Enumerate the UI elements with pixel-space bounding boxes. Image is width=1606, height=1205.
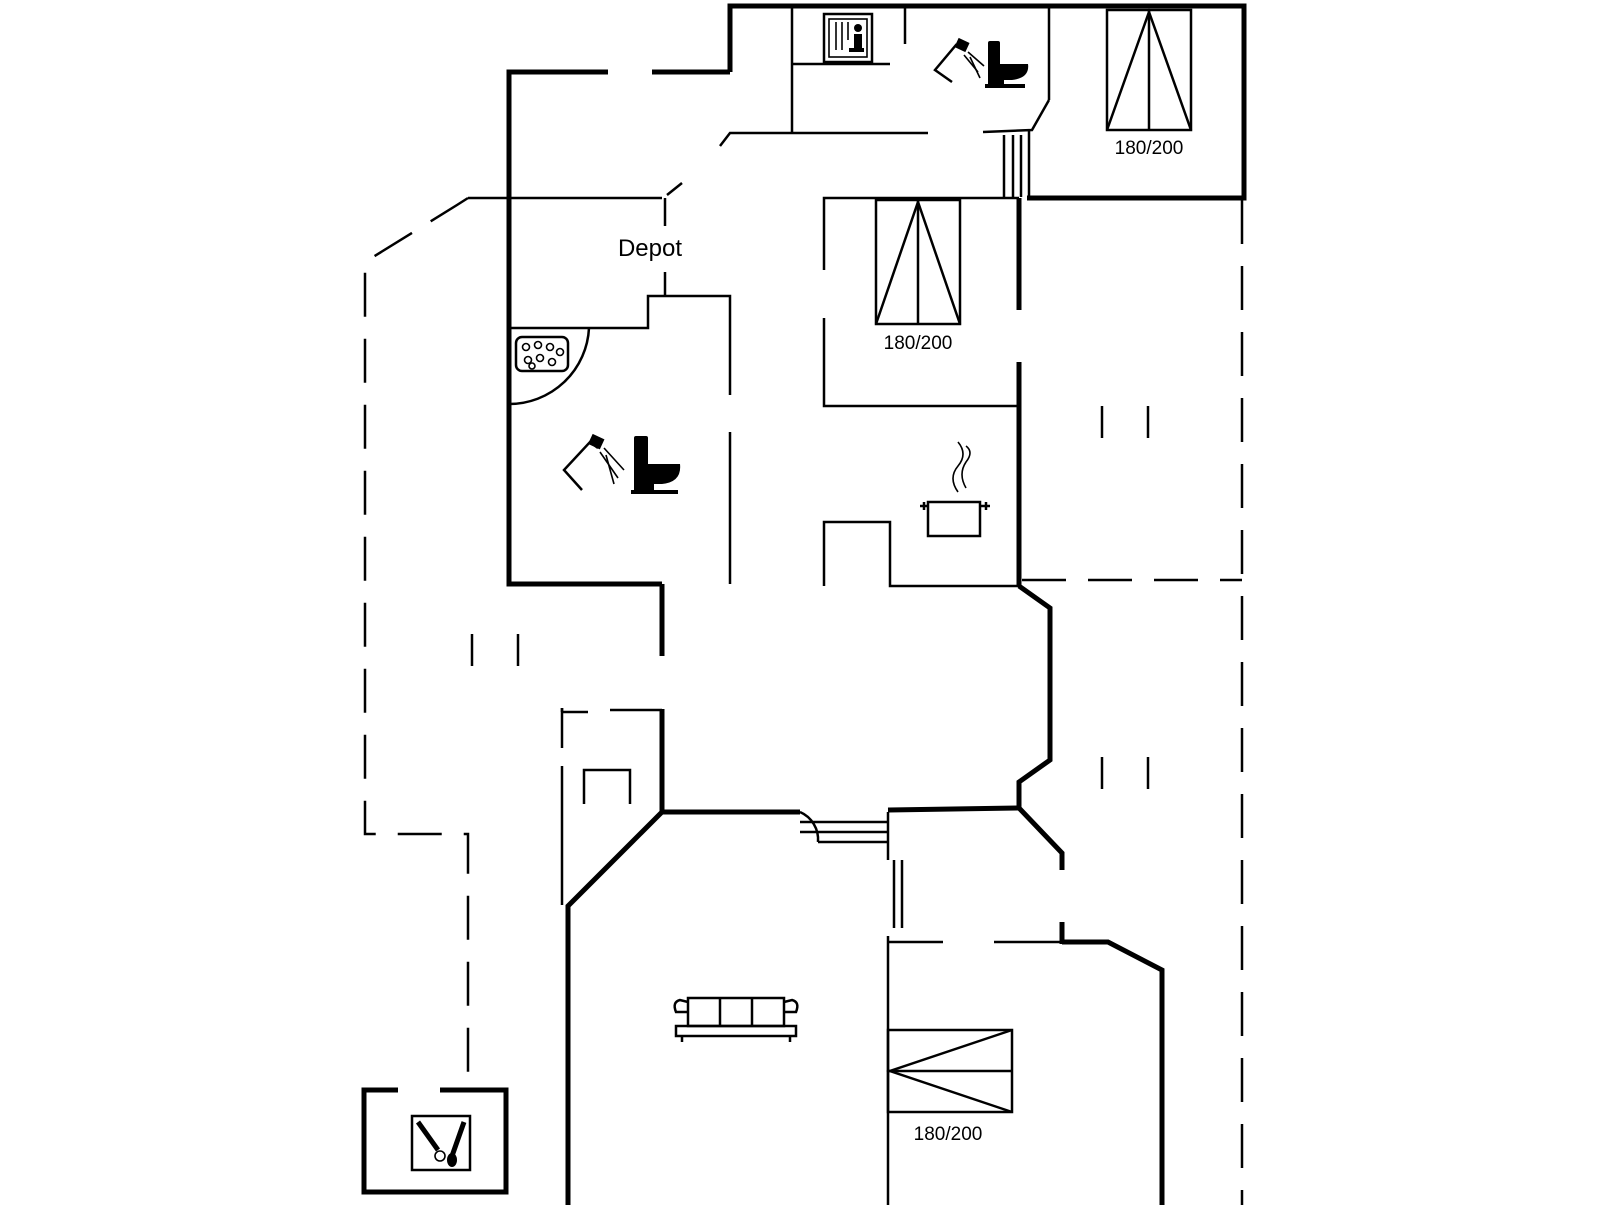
shower-icon xyxy=(933,37,985,84)
sofa-icon xyxy=(673,996,799,1042)
kitchen-pot-icon xyxy=(920,441,990,538)
interior-walls xyxy=(468,8,1062,1205)
toilet-icon xyxy=(631,436,681,494)
room-label-depot: Depot xyxy=(618,235,682,262)
bed-middle: 180/200 xyxy=(874,198,962,354)
whirlpool-icon xyxy=(514,335,570,373)
bed-bottom: 180/200 xyxy=(886,1028,1014,1145)
bed-size-label: 180/200 xyxy=(914,1124,983,1145)
sauna-icon xyxy=(822,12,874,64)
shower-icon xyxy=(562,433,625,491)
exterior-walls xyxy=(361,3,1247,1205)
toilet-icon xyxy=(985,41,1029,88)
bed-top-right: 180/200 xyxy=(1105,8,1193,159)
bed-size-label: 180/200 xyxy=(884,333,953,354)
terrace-outlines xyxy=(363,196,1244,1205)
bed-size-label: 180/200 xyxy=(1115,138,1184,159)
bbq-icon xyxy=(410,1114,472,1172)
